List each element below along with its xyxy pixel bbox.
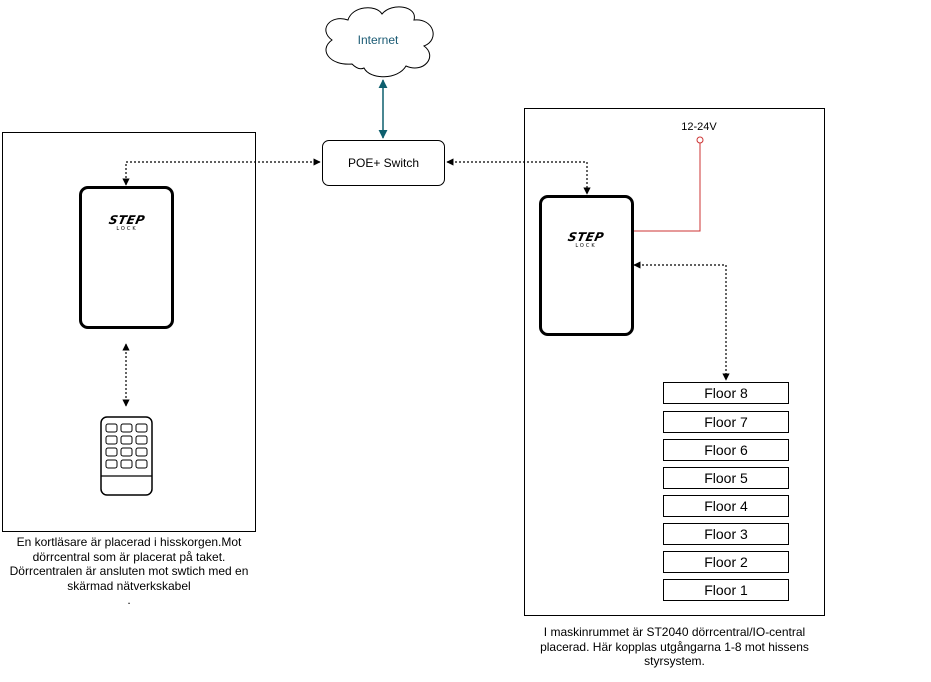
caption-line: skärmad nätverkskabel <box>67 578 191 593</box>
internet-cloud-shape <box>325 6 434 78</box>
caption-line: placerad. Här kopplas utgångarna 1-8 mot… <box>540 639 809 654</box>
power-label: 12-24V <box>681 121 717 133</box>
floor-2-output: Floor 2 <box>663 551 789 573</box>
poe-switch: POE+ Switch <box>322 140 445 186</box>
door-central-logo-text: STEP <box>566 230 606 244</box>
internet-label: Internet <box>357 33 399 47</box>
keypad-icon <box>100 416 153 496</box>
poe-switch-label: POE+ Switch <box>347 156 420 170</box>
card-reader-logo-sub: LOCK <box>116 226 138 232</box>
floor-6-output: Floor 6 <box>663 439 789 461</box>
floor-5-output: Floor 5 <box>663 467 789 489</box>
caption-line: I maskinrummet är ST2040 dörrcentral/IO-… <box>543 625 806 639</box>
floor-4-output: Floor 4 <box>663 495 789 517</box>
floor-7-output: Floor 7 <box>663 411 789 433</box>
card-reader <box>79 186 174 329</box>
power-terminal <box>696 136 704 144</box>
power-line <box>633 143 701 232</box>
caption-line: . <box>127 593 131 607</box>
floor-1-output: Floor 1 <box>663 579 789 601</box>
door-central-logo-sub: LOCK <box>575 243 597 249</box>
caption-line: styrsystem. <box>644 654 705 668</box>
floor-3-output: Floor 3 <box>663 523 789 545</box>
caption-line: En kortläsare är placerad i hisskorgen.M… <box>16 535 242 549</box>
card-reader-logo-text: STEP <box>107 213 147 227</box>
elevator-car-caption: En kortläsare är placerad i hisskorgen.M… <box>2 535 256 608</box>
switch-door-central-link <box>446 158 591 195</box>
door-central-floors-link <box>633 261 730 381</box>
machine-room-caption: I maskinrummet är ST2040 dörrcentral/IO-… <box>524 625 825 669</box>
card-reader-logo: STEP LOCK <box>100 213 154 232</box>
switch-left-reader-link <box>122 158 321 186</box>
caption-line: dörrcentral som är placerat på taket. <box>32 549 226 564</box>
door-central-logo: STEP LOCK <box>558 230 614 249</box>
door-central-st2040 <box>539 195 634 336</box>
caption-line: Dörrcentralen är ansluten mot swtich med… <box>9 564 249 578</box>
floor-8-output: Floor 8 <box>663 382 789 404</box>
